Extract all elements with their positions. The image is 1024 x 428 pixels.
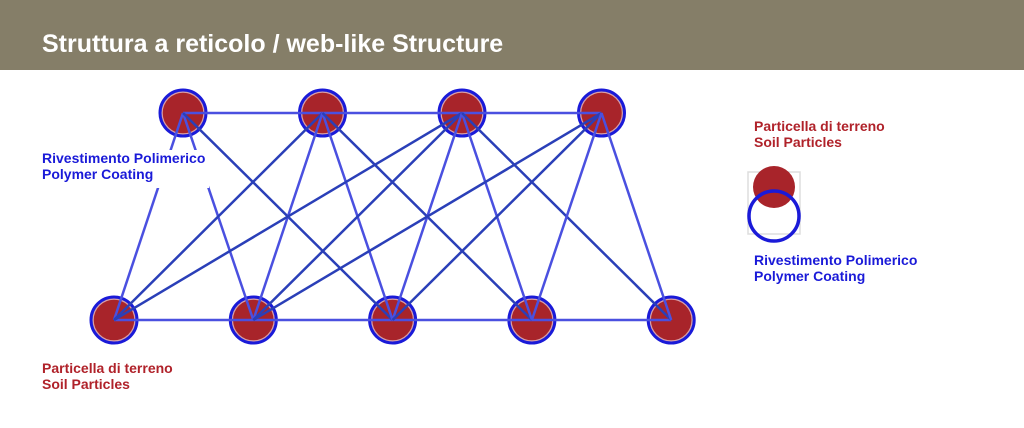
legend-coating-it: Rivestimento Polimerico: [754, 252, 918, 268]
legend-soil-label: Particella di terreno Soil Particles: [754, 118, 885, 150]
legend-soil-it: Particella di terreno: [754, 118, 885, 134]
cross-link-15: [600, 112, 673, 321]
legend-particle-icon: [753, 166, 795, 208]
cross-link-7: [113, 111, 463, 322]
legend-coating-icon: [747, 189, 801, 243]
slide-title: Struttura a reticolo / web-like Structur…: [42, 30, 504, 58]
cross-link-0: [112, 112, 185, 321]
header-bar: Struttura a reticolo / web-like Structur…: [0, 0, 1024, 70]
soil-label-it: Particella di terreno: [42, 360, 173, 376]
cross-link-12: [252, 111, 603, 322]
soil-label: Particella di terreno Soil Particles: [42, 360, 173, 392]
cross-link-13: [391, 112, 603, 321]
coating-label: Rivestimento Polimerico Polymer Coating: [42, 150, 210, 188]
cross-link-3: [113, 112, 324, 321]
coating-label-it: Rivestimento Polimerico: [42, 150, 206, 166]
coating-label-en: Polymer Coating: [42, 166, 154, 182]
legend-coating-label: Rivestimento Polimerico Polymer Coating: [754, 252, 917, 284]
cross-link-8: [252, 112, 463, 321]
legend-soil-en: Soil Particles: [754, 134, 842, 150]
soil-label-en: Soil Particles: [42, 376, 130, 392]
cross-link-14: [530, 112, 603, 321]
legend-coating-en: Polymer Coating: [754, 268, 866, 284]
